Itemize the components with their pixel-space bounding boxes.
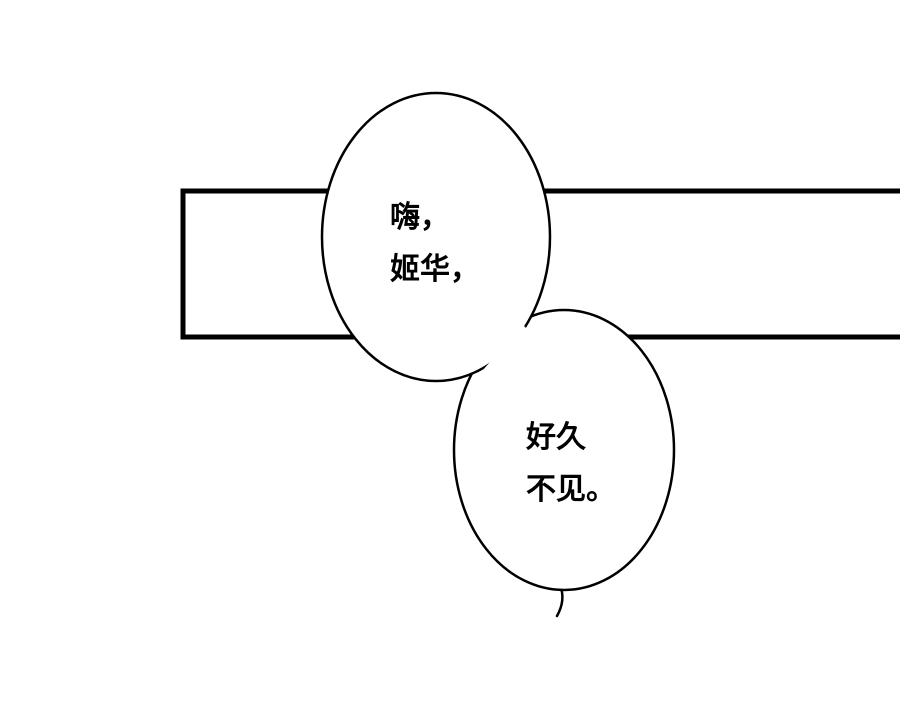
bubble-1-line-1: 嗨， [390, 200, 450, 235]
bubble-2-line-1: 好久 [526, 420, 586, 455]
bubble-2-line-2: 不见。 [526, 472, 616, 507]
speech-bubble-2 [452, 308, 676, 592]
speech-bubble-1 [320, 91, 552, 383]
bubble-2-text: 好久 不见。 [526, 412, 616, 516]
bubble-merge [476, 326, 534, 386]
bubble-1-text: 嗨， 姬华， [390, 192, 480, 296]
bubble-1-line-2: 姬华， [390, 252, 480, 287]
